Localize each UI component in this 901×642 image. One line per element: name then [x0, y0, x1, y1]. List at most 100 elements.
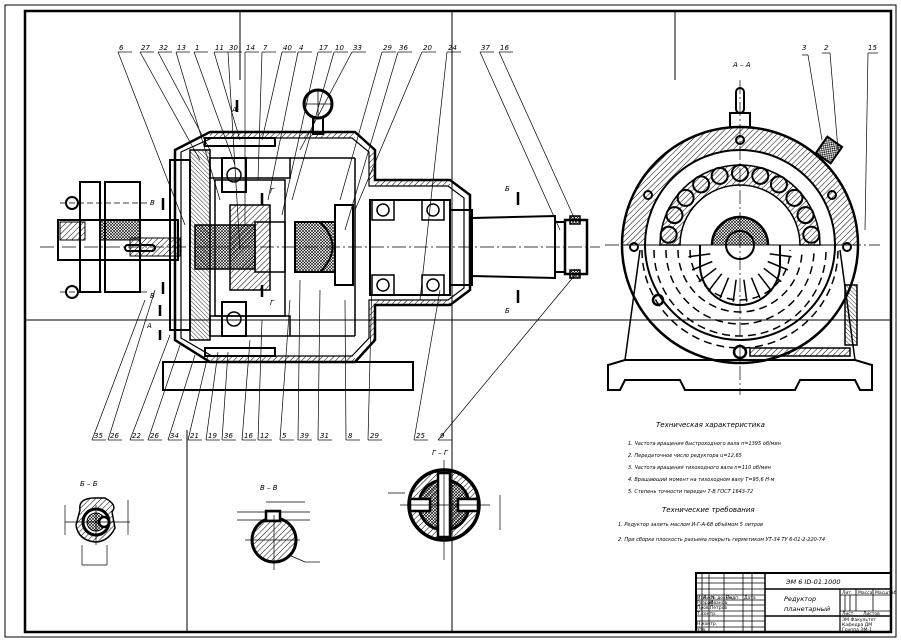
part-number: 7	[263, 44, 268, 52]
cut-mark-a	[158, 100, 239, 340]
leader-line	[213, 51, 241, 141]
part-number: 39	[300, 432, 309, 440]
tb-role: Утв.	[697, 627, 706, 633]
fin-arc	[689, 249, 791, 301]
specs-title: Техническая характеристика	[656, 421, 765, 429]
requirements-title: Технические требования	[662, 506, 755, 514]
leader-line	[221, 351, 229, 441]
bearing	[371, 199, 445, 296]
spoke	[757, 273, 773, 292]
part-number: 34	[170, 432, 179, 440]
drawing-designation: ЭМ 6 ID-01.1000	[785, 578, 841, 586]
leader-line	[91, 299, 146, 441]
leader-line	[367, 279, 373, 441]
tb-label: Масса	[858, 590, 873, 596]
outer-frame	[4, 4, 897, 638]
part-number: 37	[481, 44, 490, 52]
tb-label: Лист	[842, 611, 854, 617]
leader-line	[297, 279, 301, 441]
leader-line	[317, 289, 321, 441]
part-number: 24	[448, 44, 457, 52]
part-number: 20	[423, 44, 432, 52]
part-number: 30	[229, 44, 238, 52]
cut-label: Б	[505, 185, 510, 193]
part-number: 31	[320, 432, 329, 440]
drawing-name: Редуктор	[784, 595, 816, 603]
leader-line	[299, 51, 353, 151]
tb-label: Масштаб	[875, 590, 897, 596]
part-number: 13	[177, 44, 186, 52]
part-number: 16	[244, 432, 253, 440]
leader-line	[175, 51, 221, 201]
spoke	[719, 277, 730, 299]
part-number: 1	[195, 44, 199, 52]
part-number: 22	[132, 432, 141, 440]
spoke	[691, 260, 713, 271]
leader-line	[354, 51, 423, 211]
leader-line	[279, 299, 291, 441]
leader-line	[241, 339, 251, 441]
leader-line	[281, 51, 319, 216]
part-number: 15	[868, 44, 877, 52]
leader-line	[413, 289, 441, 441]
view-title: Г – Г	[432, 449, 449, 457]
part-number: 35	[94, 432, 103, 440]
fin-arc	[641, 249, 839, 349]
technical-specs: Техническая характеристика 1. Частота вр…	[618, 421, 825, 543]
cut-label: Г	[270, 299, 275, 307]
leader-line	[107, 289, 156, 441]
part-number: 21	[190, 432, 199, 440]
cut-label: А	[231, 106, 237, 114]
part-number: 33	[353, 44, 362, 52]
part-number: 32	[159, 44, 168, 52]
section-g-g: Г – Г	[388, 449, 501, 560]
part-number: 3	[802, 44, 806, 52]
fin-arc	[665, 249, 815, 325]
part-number: 36	[224, 432, 233, 440]
tb-label: Дата	[744, 595, 756, 601]
view-title: Б – Б	[80, 480, 98, 488]
tb-label: Подп.	[726, 595, 740, 601]
leader-line	[157, 51, 211, 151]
leader-line	[257, 51, 263, 181]
part-number: 8	[348, 432, 353, 440]
leader-line	[167, 354, 196, 441]
part-number: 14	[246, 44, 255, 52]
requirement-item: 1. Редуктор залить маслом И-Г-А-68 объём…	[618, 522, 763, 528]
part-number: 6	[119, 44, 124, 52]
part-number: 29	[370, 432, 379, 440]
part-number: 26	[150, 432, 159, 440]
part-number: 26	[110, 432, 119, 440]
spoke	[767, 260, 789, 271]
leader-line	[344, 51, 399, 231]
leader-line	[437, 274, 576, 441]
inner-frame	[23, 9, 893, 634]
part-number: 36	[399, 44, 408, 52]
cut-label: А	[146, 322, 152, 330]
bearing	[221, 157, 247, 337]
tb-role: Т.контр.	[696, 611, 717, 617]
part-number: 4	[299, 44, 303, 52]
requirement-item: 2. При сборке плоскость разъема покрыть …	[618, 537, 825, 543]
part-number: 2	[824, 44, 829, 52]
spec-item: 5. Степень точности передач 7-В ГОСТ 164…	[628, 489, 753, 495]
leader-line	[344, 299, 347, 441]
leader-line	[339, 51, 383, 201]
leader-line	[479, 51, 561, 231]
cut-label: В	[150, 292, 155, 300]
view-title: В – В	[260, 484, 278, 492]
tb-role: Разраб.	[697, 600, 715, 606]
tb-org: Кафедра ДМ	[842, 622, 872, 628]
part-number: 29	[383, 44, 392, 52]
leader-line	[147, 344, 181, 441]
part-number: 11	[215, 44, 224, 52]
part-number: 27	[141, 44, 150, 52]
cut-label: Б	[505, 307, 510, 315]
leader-line	[117, 51, 186, 226]
part-number: 16	[500, 44, 509, 52]
input-coupling	[57, 181, 181, 299]
tb-label: Листов	[863, 611, 880, 617]
spoke	[732, 279, 737, 302]
